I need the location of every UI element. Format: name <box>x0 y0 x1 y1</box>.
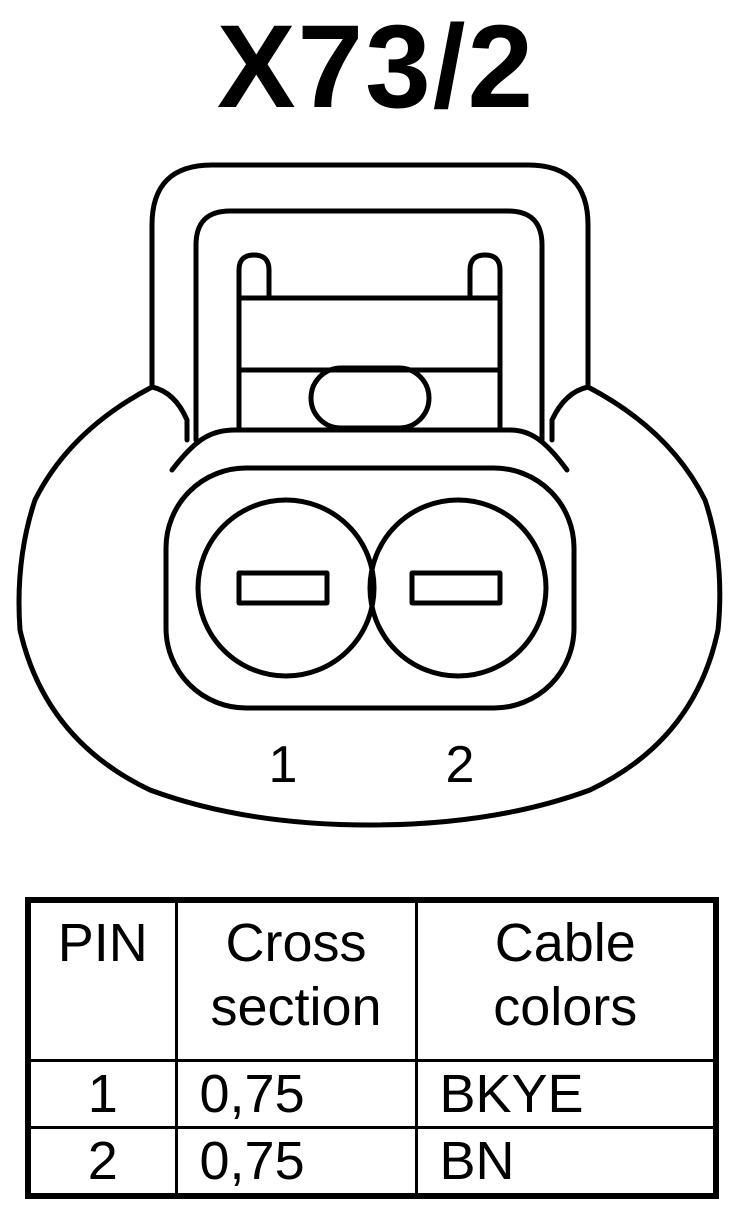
row-2-cable-color: BN <box>414 1126 718 1198</box>
row-1-pin: 1 <box>26 1059 178 1129</box>
pin-cavity-1 <box>195 497 377 679</box>
latch-oval <box>308 365 432 431</box>
latch-outer-frame <box>149 162 591 390</box>
row-2-pin: 2 <box>26 1126 178 1198</box>
pin-label-2: 2 <box>446 736 475 794</box>
row-1-cable-color: BKYE <box>414 1059 718 1129</box>
header-cable-colors-line-1: Cable <box>494 913 636 973</box>
row-2-cross-section: 0,75 <box>174 1126 418 1198</box>
connector-drawing: 1 2 <box>16 162 723 828</box>
connector-body <box>16 384 723 828</box>
pin-cavity-2 <box>367 497 549 679</box>
header-cross-section: Cross section <box>174 898 418 1062</box>
latch-tab-left <box>236 252 272 433</box>
header-cross-section-line-1: Cross <box>225 913 367 973</box>
latch-inner-frame <box>193 208 545 443</box>
latch-tab-right <box>467 252 503 433</box>
pin-table: PIN Cross section Cable colors 1 0,75 BK… <box>25 897 719 1199</box>
pin-label-1: 1 <box>269 736 298 794</box>
table-row: 2 0,75 BN <box>26 1126 718 1198</box>
connector-title: X73/2 <box>216 1 536 133</box>
terminal-slot-2 <box>409 570 503 606</box>
header-cross-section-line-2: section <box>210 977 382 1037</box>
table-row: 1 0,75 BKYE <box>26 1059 718 1129</box>
row-1-cross-section: 0,75 <box>174 1059 418 1129</box>
header-cable-colors-line-2: colors <box>493 977 638 1037</box>
table-header-row: PIN Cross section Cable colors <box>26 898 718 1062</box>
pin-cavity-housing <box>163 465 577 711</box>
header-pin: PIN <box>26 898 178 1062</box>
terminal-slot-1 <box>236 570 330 606</box>
header-cable-colors: Cable colors <box>414 898 718 1062</box>
